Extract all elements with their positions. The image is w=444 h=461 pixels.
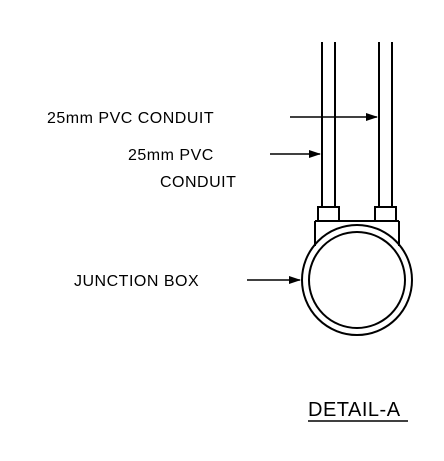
junction-box <box>301 220 413 336</box>
detail-title: DETAIL-A <box>308 399 401 421</box>
label-conduit-mid-line1: 25mm PVC <box>128 147 214 164</box>
label-conduit-mid-line2: CONDUIT <box>160 174 236 191</box>
right-conduit <box>378 42 393 207</box>
left-conduit <box>321 42 336 207</box>
label-conduit-top: 25mm PVC CONDUIT <box>47 110 214 127</box>
left-conduit-fitting <box>317 206 340 222</box>
right-conduit-fitting <box>374 206 397 222</box>
label-junction-box: JUNCTION BOX <box>74 273 199 290</box>
junction-box-inner-ring <box>308 231 406 329</box>
junction-box-outer-ring <box>301 224 413 336</box>
